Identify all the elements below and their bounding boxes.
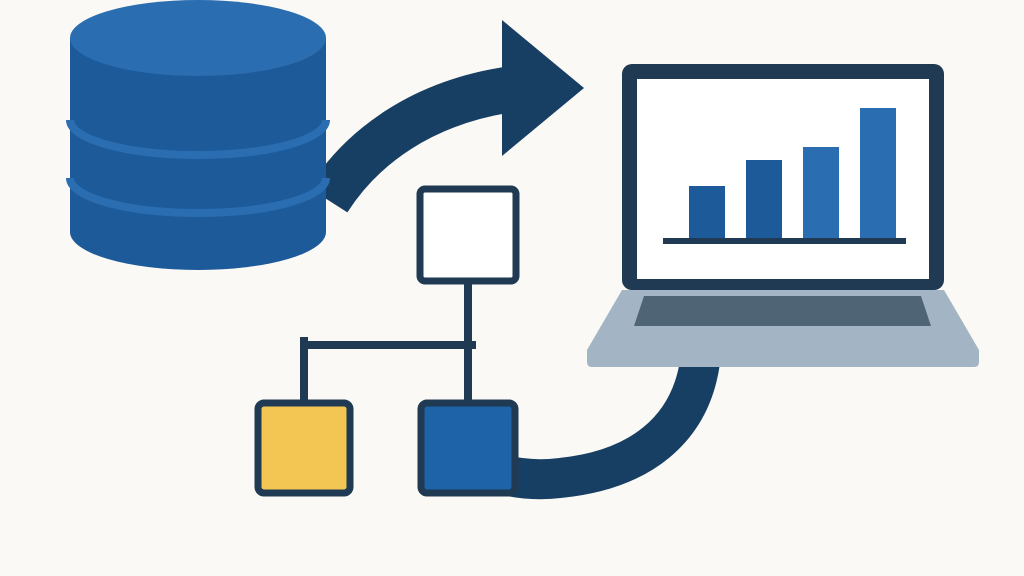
database-band — [66, 177, 330, 217]
arrow-shaft — [308, 65, 524, 213]
root-node — [416, 185, 520, 285]
hierarchy-diagram-icon — [254, 185, 520, 497]
chart-bar — [860, 108, 896, 238]
database-to-laptop-arrow-icon — [308, 20, 584, 213]
node-to-laptop-arrow-icon — [494, 358, 720, 500]
laptop-keyboard-area — [634, 296, 931, 326]
chart-bar — [803, 147, 839, 238]
child-node-blue — [417, 399, 519, 497]
arrow-head — [502, 20, 584, 156]
arrow-shaft — [494, 358, 720, 500]
child-node-yellow — [254, 399, 354, 497]
connector-lines — [300, 276, 476, 404]
bar-chart — [689, 108, 896, 238]
laptop-icon — [587, 64, 979, 367]
database-top — [70, 0, 326, 76]
database-band — [66, 119, 330, 159]
chart-bar — [689, 186, 725, 238]
chart-bar — [746, 160, 782, 238]
database-icon — [66, 0, 330, 270]
chart-baseline — [663, 238, 906, 244]
